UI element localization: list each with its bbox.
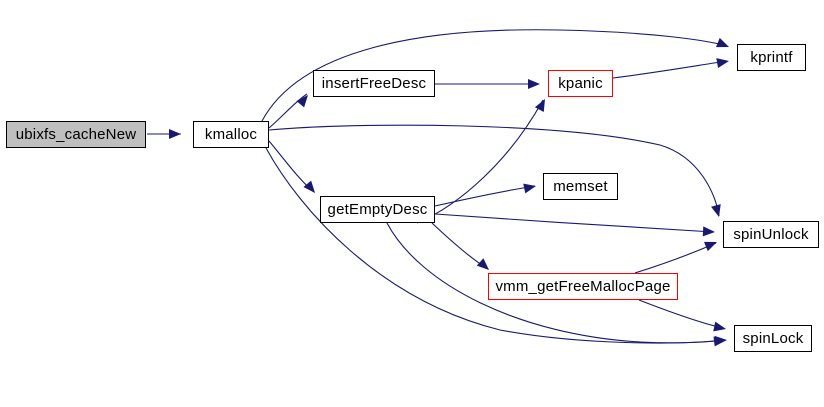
node-label-spinUnlock: spinUnlock [733,226,809,243]
node-insertFreeDesc[interactable]: insertFreeDesc [313,70,435,97]
arrowhead-7 [716,58,729,69]
arrowhead-11 [476,258,489,270]
arrowhead-12 [714,335,727,346]
edge-getEmptyDesc-to-spinUnlock [434,213,714,233]
edge-vmm_getFreeMallocPage-to-spinLock [638,299,724,329]
arrowhead-10 [702,226,715,237]
arrowhead-3 [303,180,315,193]
node-label-insertFreeDesc: insertFreeDesc [321,75,427,92]
arrowhead-6 [528,79,540,89]
node-label-ubixfs_cacheNew: ubixfs_cacheNew [15,126,137,143]
node-spinLock[interactable]: spinLock [734,325,812,352]
node-label-kpanic: kpanic [558,75,603,92]
arrowhead-8 [534,99,545,112]
arrowhead-9 [523,183,536,194]
arrowhead-14 [713,321,726,332]
node-label-vmm_getFreeMallocPage: vmm_getFreeMallocPage [495,278,671,295]
arrowhead-1 [296,95,308,108]
node-kprintf[interactable]: kprintf [737,44,806,71]
arrowhead-0 [169,129,181,139]
node-ubixfs_cacheNew[interactable]: ubixfs_cacheNew [6,121,146,148]
edge-getEmptyDesc-to-memset [434,185,536,207]
node-kmalloc[interactable]: kmalloc [193,121,269,148]
edge-kmalloc-to-spinLock [265,147,724,344]
node-label-memset: memset [553,178,608,195]
node-label-getEmptyDesc: getEmptyDesc [327,201,428,218]
node-memset[interactable]: memset [543,173,618,200]
node-spinUnlock[interactable]: spinUnlock [723,221,819,248]
edge-kpanic-to-kprintf [612,60,728,79]
edge-getEmptyDesc-to-spinLock [386,222,726,344]
edge-vmm_getFreeMallocPage-to-spinUnlock [634,242,717,274]
arrowhead-4 [711,204,721,217]
node-label-spinLock: spinLock [742,330,804,347]
edge-kmalloc-to-insertFreeDesc [268,93,308,129]
edge-getEmptyDesc-to-kpanic [416,99,544,224]
node-getEmptyDesc[interactable]: getEmptyDesc [320,196,435,223]
node-label-kmalloc: kmalloc [204,126,258,143]
node-kpanic[interactable]: kpanic [548,70,613,97]
edge-kmalloc-to-kprintf [261,29,728,122]
node-label-kprintf: kprintf [750,49,793,66]
arrowhead-13 [704,241,717,252]
edge-kmalloc-to-spinUnlock [268,124,720,217]
arrowhead-2 [716,37,729,48]
edge-getEmptyDesc-to-vmm_getFreeMallocPage [431,222,489,270]
node-vmm_getFreeMallocPage[interactable]: vmm_getFreeMallocPage [488,273,678,300]
